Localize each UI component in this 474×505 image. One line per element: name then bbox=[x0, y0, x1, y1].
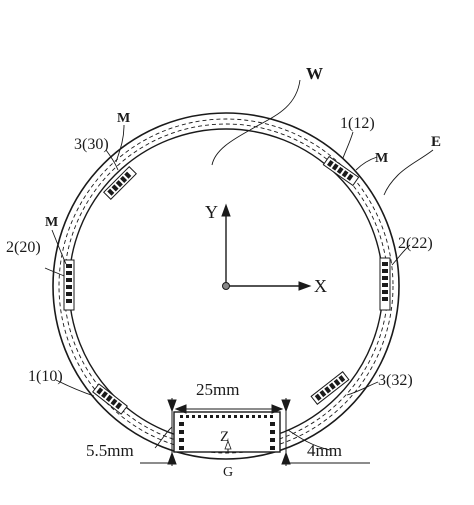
dashed-ring-outer bbox=[58, 118, 394, 454]
mark-1-10 bbox=[92, 383, 128, 415]
label-dim-width: 25mm bbox=[196, 380, 239, 399]
leader-E bbox=[383, 149, 434, 196]
label-1-10: 1(10) bbox=[28, 368, 63, 385]
dim-arrow-right-bottom bbox=[281, 451, 291, 465]
leader-5-5mm bbox=[154, 426, 173, 449]
x-axis-arrowhead bbox=[298, 281, 312, 291]
coordinate-axes bbox=[221, 203, 312, 291]
label-dim-left: 5.5mm bbox=[86, 441, 134, 460]
leader-3-30 bbox=[105, 149, 119, 171]
center-point bbox=[222, 282, 230, 290]
mark-3-30 bbox=[103, 166, 137, 200]
bottom-mark-dots-right bbox=[270, 422, 275, 450]
label-2-22: 2(22) bbox=[398, 235, 433, 252]
bottom-mark-dots-left bbox=[179, 422, 184, 450]
label-M-top-left: M bbox=[117, 111, 130, 126]
mark-2-22 bbox=[379, 257, 391, 311]
leader-M-top-left bbox=[115, 124, 125, 163]
label-M-top-right: M bbox=[375, 151, 388, 166]
label-axis-X: X bbox=[314, 276, 327, 296]
label-M-left: M bbox=[45, 215, 58, 230]
dimensions bbox=[140, 398, 370, 466]
label-2-20: 2(20) bbox=[6, 239, 41, 256]
leader-M-top-right bbox=[355, 156, 378, 171]
leader-1-10 bbox=[55, 379, 95, 397]
g-arrowhead bbox=[224, 439, 232, 450]
leader-W bbox=[211, 79, 301, 166]
mark-2-20 bbox=[63, 259, 75, 311]
dim-arrow-left bbox=[174, 404, 187, 414]
bottom-mark-dots-top bbox=[180, 415, 273, 418]
label-1-12: 1(12) bbox=[340, 115, 375, 132]
label-axis-Y: Y bbox=[205, 202, 218, 222]
mark-3-32 bbox=[310, 371, 350, 405]
leader-M-left bbox=[51, 229, 67, 265]
mark-1-12 bbox=[322, 155, 360, 187]
leader-lines bbox=[44, 79, 434, 451]
dim-arrow-left-bottom bbox=[167, 451, 177, 465]
dim-arrow-right-top bbox=[281, 399, 291, 413]
leader-3-32 bbox=[346, 381, 379, 396]
dim-arrow-left-top bbox=[167, 399, 177, 413]
y-axis-arrowhead bbox=[221, 203, 231, 217]
leader-2-22 bbox=[391, 244, 411, 266]
label-Z: Z bbox=[220, 429, 229, 445]
label-G: G bbox=[223, 465, 233, 480]
label-E: E bbox=[431, 134, 441, 150]
wafer-outer-edge bbox=[52, 112, 400, 460]
dim-arrow-right bbox=[271, 404, 284, 414]
label-dim-right: 4mm bbox=[307, 441, 342, 460]
label-W: W bbox=[306, 64, 323, 83]
label-3-30: 3(30) bbox=[74, 136, 109, 153]
leader-4mm bbox=[287, 429, 331, 451]
label-3-32: 3(32) bbox=[378, 372, 413, 389]
leader-2-20 bbox=[44, 267, 65, 277]
leader-1-12 bbox=[342, 131, 354, 159]
